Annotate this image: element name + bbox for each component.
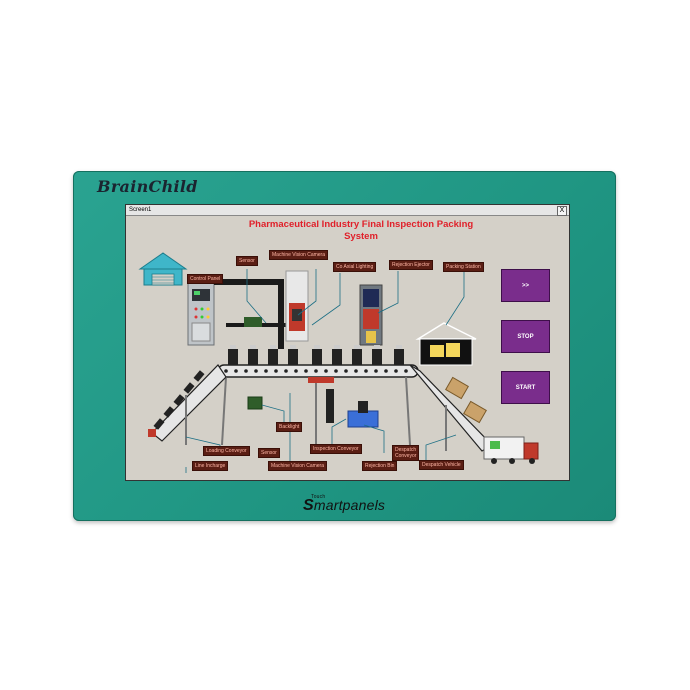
tag-packing-station: Packing Station [443,262,484,272]
control-panel-icon [187,280,215,346]
despatch-conveyor-icon [409,364,493,452]
stop-button[interactable]: STOP [501,320,550,353]
despatch-vehicle-icon [483,436,539,464]
rejection-bin-icon [326,389,379,428]
tag-despatch-conveyor-line2: Conveyor [395,453,417,459]
tag-despatch-vehicle: Despatch Vehicle [419,460,464,470]
brand-logo: BrainChild [97,177,198,196]
tag-loading-conveyor: Loading Conveyor [203,446,250,456]
footer-brand-main: martpanels [313,497,386,513]
inspection-conveyor-icon [217,364,419,446]
tag-despatch-conveyor-line1: Despatch [395,447,417,453]
hmi-title: Pharmaceutical Industry Final Inspection… [226,219,496,243]
tag-camera-top: Machine Vision Camera [269,250,328,260]
loading-conveyor-icon [148,364,227,445]
packing-station-icon [415,322,477,366]
window-titlebar: Screen1 X [126,205,569,216]
close-button[interactable]: X [557,206,567,216]
hmi-title-line2: System [344,231,378,242]
hmi-screen: Screen1 X [125,204,570,481]
backlight-icon [247,396,263,410]
rejection-ejector-icon [359,284,383,346]
tag-inspection-conveyor: Inspection Conveyor [310,444,362,454]
tag-rejection-bin: Rejection Bin [362,461,398,471]
tag-rejection-ejector: Rejection Ejector [389,260,433,270]
bottle-row [228,345,404,365]
tag-sensor-bottom: Sensor [258,448,280,458]
start-button[interactable]: START [501,371,550,404]
tag-despatch-conveyor: Despatch Conveyor [392,445,420,461]
vision-gantry [214,270,309,349]
warehouse-icon [138,252,188,286]
tag-coaxial-lighting: Co Axial Lighting [333,262,377,272]
process-diagram [138,252,539,473]
footer-brand-prefix: S [303,497,314,514]
hmi-title-line1: Pharmaceutical Industry Final Inspection… [248,219,474,230]
next-screen-button[interactable]: >> [501,269,550,302]
tag-camera-bottom: Machine Vision Camera [268,461,327,471]
tag-sensor-top: Sensor [236,256,258,266]
tag-control-panel: Control Panel [187,274,224,284]
tag-line-incharge: Line Incharge [192,461,229,471]
tag-backlight: Backlight [276,422,303,432]
window-title: Screen1 [129,207,152,213]
footer-brand-small: Touch [311,494,326,500]
